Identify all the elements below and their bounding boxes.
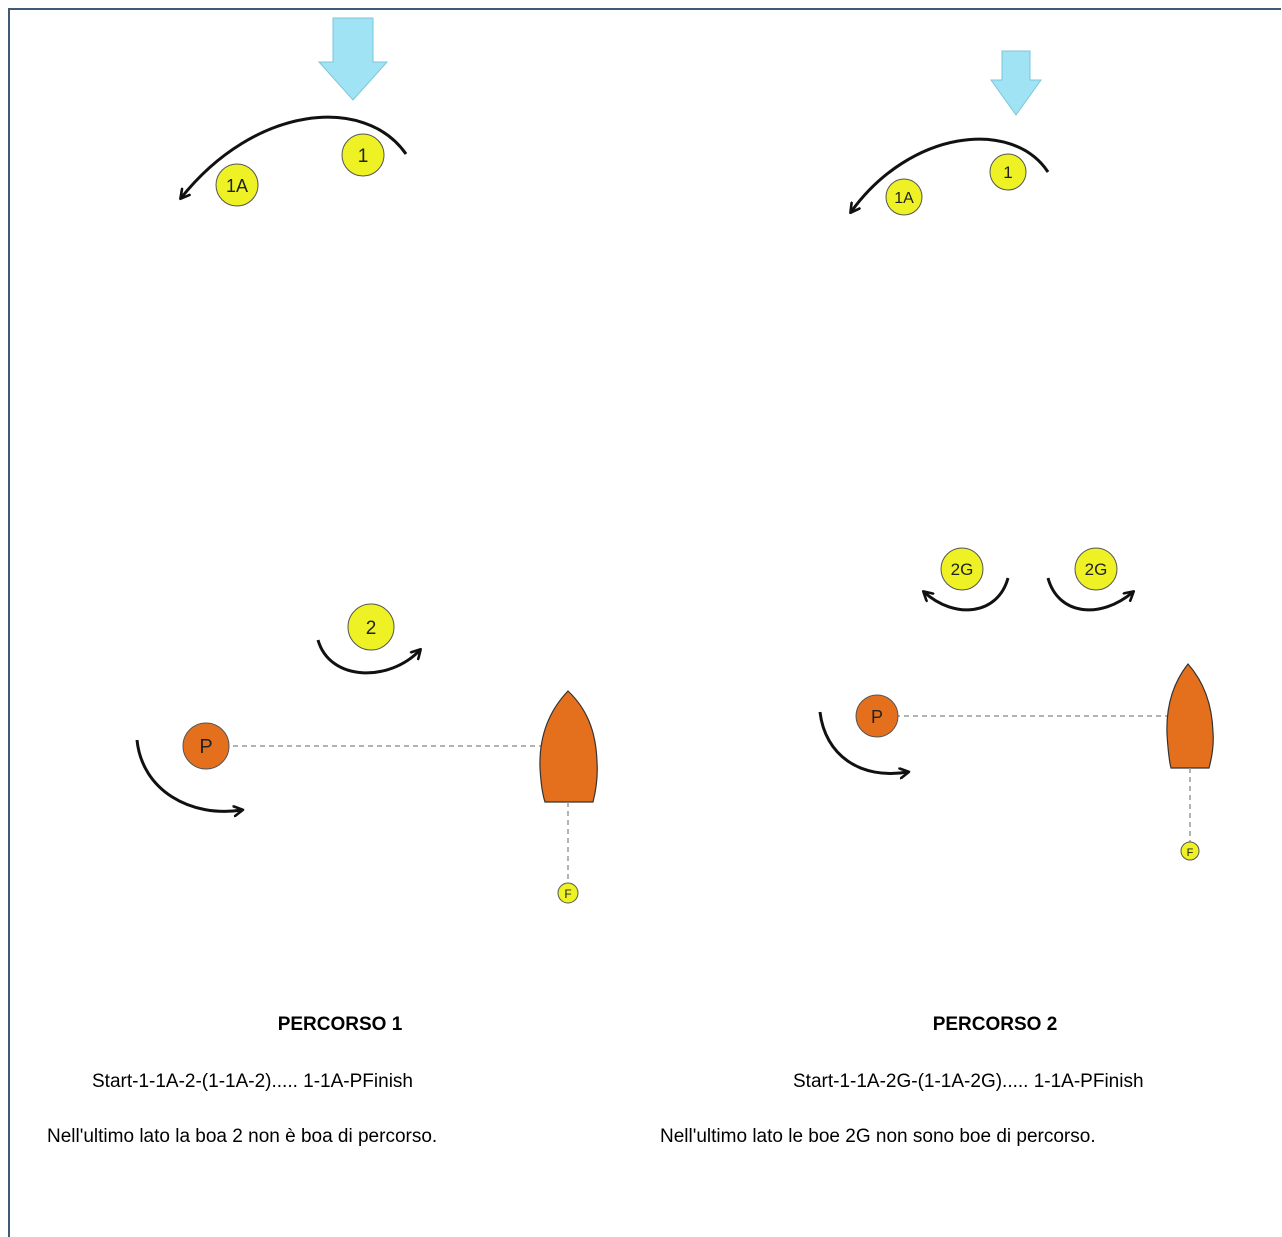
course1-sequence: Start-1-1A-2-(1-1A-2)..... 1-1A-PFinish — [92, 1071, 413, 1092]
course2-sequence: Start-1-1A-2G-(1-1A-2G)..... 1-1A-PFinis… — [793, 1071, 1144, 1092]
course1-pin-mark-label: P — [199, 736, 212, 758]
course1-rounding-arrow-mark2 — [316, 639, 420, 675]
course1-mark-1a: 1A — [215, 163, 259, 207]
course2-rounding-arrow-gate-right — [1046, 577, 1133, 612]
course2-wind-arrow — [990, 50, 1042, 116]
course1-rounding-arrow-top — [181, 115, 408, 198]
course1-note: Nell'ultimo lato la boa 2 non è boa di p… — [47, 1126, 438, 1147]
course2-mark-1-label: 1 — [1003, 163, 1012, 182]
course1-pin-mark: P — [182, 722, 230, 770]
course1-rounding-arrow-pin — [135, 739, 242, 811]
course2-gate-mark-left-label: 2G — [951, 560, 974, 579]
course2-gate-mark-right: 2G — [1074, 547, 1118, 591]
course1-finish-mark: F — [557, 882, 579, 904]
course2-title: PERCORSO 2 — [932, 1014, 1058, 1035]
course1-title: PERCORSO 1 — [277, 1014, 403, 1035]
course2-rounding-arrow-top — [851, 137, 1050, 212]
course2-mark-1: 1 — [989, 153, 1027, 191]
course1-mark-2-label: 2 — [366, 618, 377, 639]
course1-finish-mark-label: F — [564, 887, 571, 901]
course2-finish-mark: F — [1180, 841, 1200, 861]
course2-pin-mark-label: P — [871, 707, 883, 727]
course2-note: Nell'ultimo lato le boe 2G non sono boe … — [660, 1126, 1096, 1147]
course1-wind-arrow — [317, 17, 389, 101]
course1-mark-2: 2 — [347, 603, 395, 651]
page-frame — [8, 8, 1281, 1237]
course2-rounding-arrow-gate-left — [924, 577, 1010, 612]
course1-committee-boat — [539, 690, 598, 803]
course1-diagram: 1 1A 2 P F — [135, 17, 598, 904]
course1-mark-1a-label: 1A — [226, 176, 248, 196]
course2-committee-boat — [1166, 663, 1214, 769]
course1-mark-1-label: 1 — [358, 146, 369, 167]
course2-mark-1a-label: 1A — [894, 190, 914, 207]
course1-mark-1: 1 — [341, 133, 385, 177]
course2-mark-1a: 1A — [885, 178, 923, 216]
course2-finish-mark-label: F — [1187, 847, 1194, 859]
course2-rounding-arrow-pin — [818, 711, 908, 773]
course2-gate-mark-right-label: 2G — [1085, 560, 1108, 579]
course2-diagram: 1 1A 2G 2G P F — [818, 50, 1214, 861]
course2-pin-mark: P — [855, 694, 899, 738]
course2-gate-mark-left: 2G — [940, 547, 984, 591]
